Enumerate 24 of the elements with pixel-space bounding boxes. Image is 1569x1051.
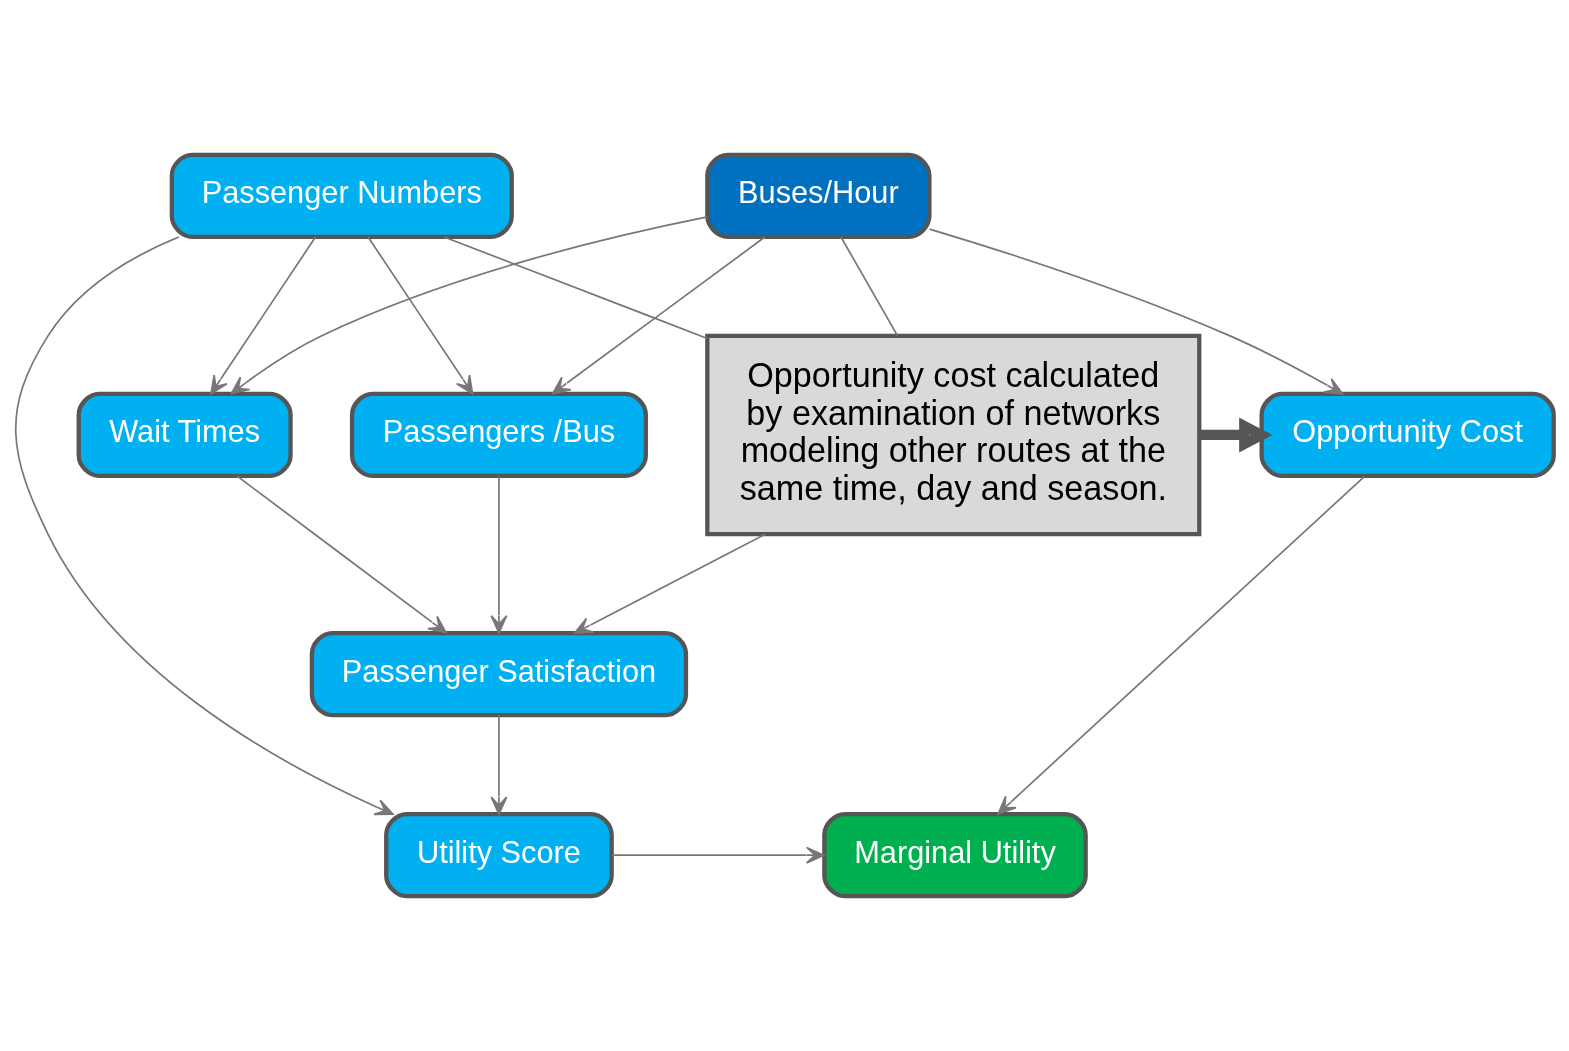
arrow bbox=[490, 714, 508, 815]
arrow bbox=[1199, 417, 1273, 453]
arrow bbox=[997, 475, 1366, 815]
arrow bbox=[611, 846, 825, 864]
connector bbox=[840, 236, 899, 337]
arrow bbox=[573, 533, 767, 634]
arrow bbox=[230, 216, 709, 395]
arrow bbox=[928, 228, 1344, 395]
arrow bbox=[551, 236, 766, 395]
arrow bbox=[14, 236, 394, 816]
node-box: Wait Times bbox=[76, 391, 293, 479]
arrow bbox=[236, 475, 448, 634]
node-box: Passengers /Bus bbox=[349, 391, 648, 479]
node-box: Buses/Hour bbox=[705, 152, 932, 239]
node-box: Opportunity Cost bbox=[1259, 391, 1556, 479]
node-box: Marginal Utility bbox=[822, 812, 1088, 899]
connector bbox=[443, 236, 709, 340]
node-box: Passenger Satisfaction bbox=[309, 630, 689, 718]
arrow bbox=[210, 236, 317, 395]
node-box: Passenger Numbers bbox=[169, 152, 514, 239]
node-box: Opportunity cost calculated by examination of networks modeling other routes at the same time, day and season. bbox=[705, 333, 1202, 537]
arrow bbox=[367, 236, 474, 395]
node-box: Utility Score bbox=[384, 812, 614, 899]
arrow bbox=[490, 475, 508, 634]
